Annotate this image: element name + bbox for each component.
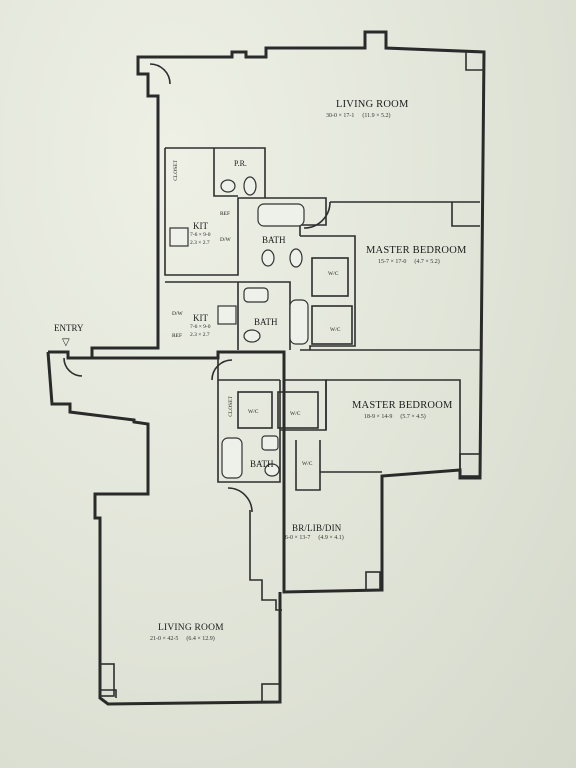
kitchen-1-label: KIT	[193, 221, 208, 231]
ref-2-label: REF	[172, 333, 183, 339]
entry-label: ENTRY	[54, 323, 84, 333]
door-swing-top	[149, 63, 171, 85]
column-notch-top-right	[465, 52, 484, 71]
wic-5-label: W/C	[302, 461, 313, 467]
living-room-bottom-label: LIVING ROOM	[158, 623, 224, 633]
stove-2	[217, 305, 237, 325]
door-swing-lower-2	[227, 487, 253, 513]
kitchen-2-dim-m: 2.3 × 2.7	[190, 332, 210, 338]
wic-3-label: W/C	[248, 409, 259, 415]
toilet-bath-2	[243, 329, 261, 343]
br-lib-din-label: BR/LIB/DIN	[292, 523, 342, 533]
bathtub-3	[221, 437, 243, 479]
entry-arrow-icon: ▽	[62, 337, 70, 348]
stove-1	[169, 227, 189, 247]
wic-2-label: W/C	[330, 327, 341, 333]
kitchen-1-dim-ft: 7-6 × 9-0	[190, 232, 211, 238]
bath-2-label: BATH	[254, 317, 278, 327]
master-bedroom-1-dims: 15-7 × 17-0(4.7 × 5.2)	[378, 259, 440, 265]
wic-box-2	[311, 305, 353, 345]
living-room-top-label: LIVING ROOM	[336, 99, 409, 110]
master-bedroom-1-label: MASTER BEDROOM	[366, 245, 467, 256]
wic-box-1	[311, 257, 349, 297]
kitchen-1-dim-m: 2.3 × 2.7	[190, 240, 210, 246]
column-right	[459, 453, 481, 477]
master-bedroom-2-label: MASTER BEDROOM	[352, 400, 453, 411]
closet-1-label: CLOSET	[173, 160, 179, 181]
sink-pr	[220, 179, 236, 193]
br-lib-din-dims: 16-0 × 13-7(4.9 × 4.1)	[282, 535, 344, 541]
living-room-bottom-dims: 21-0 × 42-5(6.4 × 12.9)	[150, 636, 215, 642]
wic-4-label: W/C	[290, 411, 301, 417]
closet-2-label: CLOSET	[228, 396, 234, 417]
door-swing-entry	[63, 357, 83, 377]
lower-unit-outline	[46, 350, 282, 706]
bedroom-door-swing	[303, 201, 331, 229]
lower-bedroom-walls	[325, 379, 461, 470]
ref-1-label: REF	[220, 211, 231, 217]
kitchen-2-dim-ft: 7-6 × 9-0	[190, 324, 211, 330]
sink-bath-3	[261, 435, 279, 451]
column-bottom-right	[261, 683, 281, 703]
wic-1-label: W/C	[328, 271, 339, 277]
toilet-bath-3	[264, 463, 280, 477]
living-room-top-dims: 30-0 × 17-1(11.9 × 5.2)	[326, 113, 391, 119]
powder-room-label: P.R.	[234, 159, 247, 168]
bath-3-label: BATH	[250, 459, 274, 469]
wic-box-3	[237, 391, 273, 429]
bathtub-1	[257, 203, 305, 227]
sink-bath-2	[243, 287, 269, 303]
upper-unit-outline	[90, 30, 486, 594]
column-bottom-left	[99, 663, 115, 697]
wic-box-4	[277, 391, 319, 429]
toilet-bath-1	[289, 248, 303, 268]
sink-bath-1	[261, 249, 275, 267]
lower-interior-walls	[100, 358, 382, 698]
dw-1-label: D/W	[220, 237, 231, 243]
dw-2-label: D/W	[172, 311, 183, 317]
bathtub-2	[289, 299, 309, 345]
door-swing-lower-1	[211, 359, 233, 381]
master-bedroom-2-dims: 18-9 × 14-9(5.7 × 4.5)	[364, 414, 426, 420]
kitchen-2-label: KIT	[193, 313, 208, 323]
column-mid	[365, 571, 381, 591]
bath-1-label: BATH	[262, 235, 286, 245]
toilet-pr	[243, 176, 257, 196]
upper-interior-walls	[164, 147, 480, 351]
